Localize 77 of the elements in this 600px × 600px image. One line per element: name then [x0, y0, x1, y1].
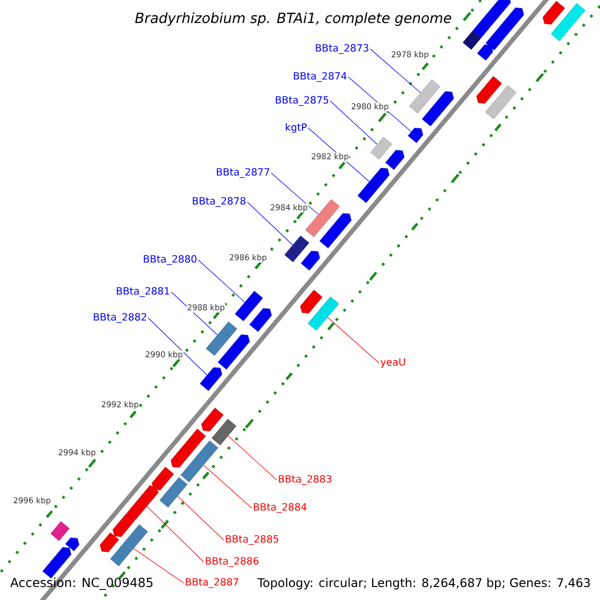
gene-box — [110, 524, 148, 566]
gene-block — [320, 213, 352, 248]
scale-label: 2978 kbp — [390, 50, 430, 60]
gene-label: BBta_2886 — [206, 557, 258, 567]
leader-line — [271, 172, 319, 215]
gene-block — [201, 408, 224, 432]
gene-block — [300, 290, 322, 314]
scale-label: 2994 kbp — [58, 448, 96, 458]
leader-line — [203, 464, 252, 508]
gene-label: BBta_2882 — [94, 313, 146, 323]
gene-box — [462, 30, 482, 50]
gene-label: yeaU — [380, 358, 405, 368]
gene-block — [486, 8, 524, 50]
leader-line — [146, 506, 204, 562]
accession-text: Accession: NC_009485 — [10, 578, 152, 590]
title: Bradyrhizobium sp. BTAi1, complete genome — [135, 12, 452, 26]
gene-block — [476, 76, 502, 104]
gene-box — [409, 79, 440, 114]
leader-line — [327, 317, 380, 364]
gene-box — [180, 440, 218, 482]
gene-label: BBta_2885 — [226, 535, 278, 545]
leader-line — [247, 202, 293, 246]
leader-line — [330, 100, 378, 145]
gene-block — [249, 308, 272, 332]
gene-block — [112, 513, 135, 537]
gene-box — [50, 521, 70, 541]
gene-box — [284, 236, 310, 262]
gene-block — [477, 44, 494, 61]
gene-block — [408, 128, 424, 143]
gene-label: BBta_2875 — [276, 96, 328, 106]
gene-label: BBta_2877 — [216, 168, 270, 178]
gene-label: BBta_2874 — [294, 72, 347, 82]
gene-label: BBta_2880 — [144, 255, 196, 265]
gene-box — [234, 290, 263, 322]
gene-block — [358, 168, 390, 203]
scale-label: 2986 kbp — [228, 254, 268, 262]
gene-block — [422, 91, 454, 126]
scale-label: 2984 kbp — [270, 204, 308, 212]
gene-box — [212, 418, 236, 446]
gene-label: kgtP — [286, 123, 307, 133]
leader-line — [133, 548, 184, 584]
gene-box — [485, 85, 516, 120]
genome-summary-text: Topology: circular; Length: 8,264,687 bp; Genes: 7,463 — [257, 578, 590, 590]
gene-block — [65, 538, 80, 552]
gene-box — [160, 477, 188, 508]
gene-label: BBta_2881 — [116, 287, 170, 297]
gene-box — [206, 322, 238, 356]
gene-block — [385, 150, 404, 170]
gene-block — [472, 0, 511, 38]
gene-block — [200, 367, 222, 391]
leader-line — [198, 260, 246, 302]
scale-label: 2992 kbp — [100, 400, 140, 410]
gene-label: BBta_2887 — [186, 578, 238, 588]
gene-label: BBta_2884 — [254, 503, 307, 513]
gene-block — [100, 532, 119, 552]
gene-block — [218, 334, 250, 370]
gene-box — [370, 136, 392, 160]
gene-box — [550, 3, 586, 42]
scale-label: 2996 kbp — [12, 496, 52, 506]
gene-label: BBta_2883 — [278, 475, 332, 485]
gene-block — [300, 250, 320, 271]
gene-block — [170, 428, 206, 468]
leader-line — [148, 318, 208, 376]
gene-label: BBta_2878 — [192, 197, 246, 207]
scale-label: 2980 kbp — [350, 102, 390, 112]
scale-label: 2988 kbp — [186, 304, 226, 312]
gene-block — [126, 484, 159, 520]
scale-label: 2990 kbp — [144, 350, 184, 360]
gene-box — [308, 296, 340, 331]
leader-line — [370, 48, 421, 93]
gene-block — [42, 547, 72, 578]
leader-line — [228, 436, 277, 480]
gene-block — [542, 0, 565, 24]
leader-line — [177, 496, 224, 540]
scale-label: 2982 kbp — [310, 152, 350, 162]
gene-block — [152, 466, 174, 490]
gene-label: BBta_2873 — [316, 44, 368, 54]
